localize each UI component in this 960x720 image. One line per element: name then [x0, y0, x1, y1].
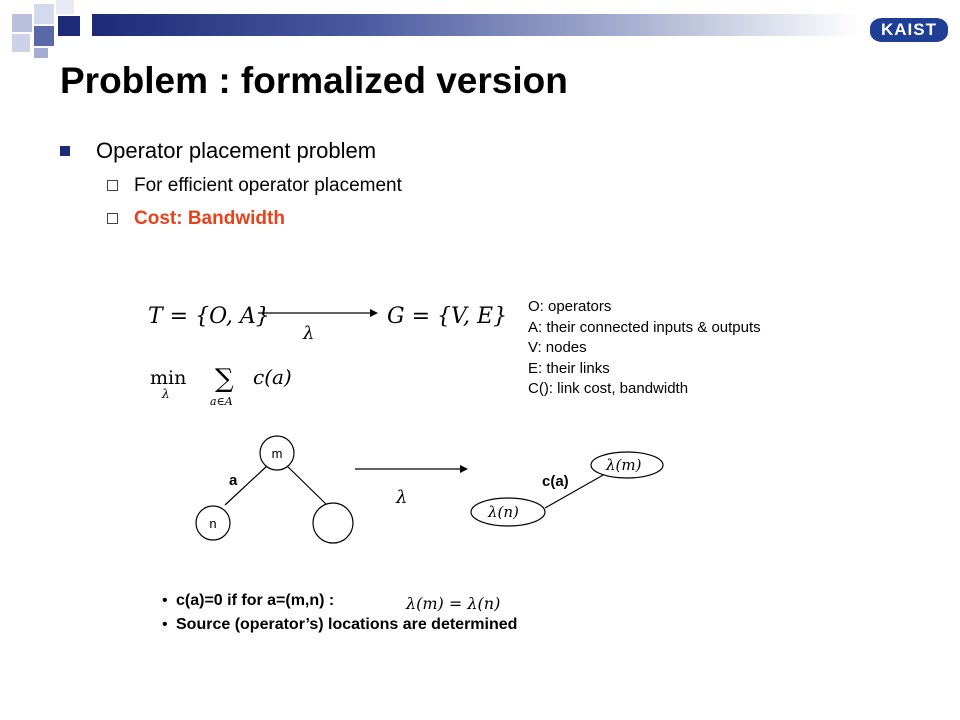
dot-bullet-icon: • — [162, 616, 168, 633]
bullet-operator-placement: Operator placement problem — [96, 138, 377, 163]
definition-item: A: their connected inputs & outputs — [528, 318, 761, 336]
decor-square — [56, 0, 74, 14]
formula-T: T = {O, A} — [148, 304, 270, 329]
slide-title: Problem : formalized version — [60, 60, 568, 101]
network-link — [544, 473, 606, 509]
formula-sum-sub: a∈A — [210, 395, 233, 408]
cost-label: c(a) — [542, 473, 569, 490]
formula-sum-expr: c(a) — [253, 365, 292, 389]
definition-item: O: operators — [528, 298, 612, 315]
note-sources-text: Source (operator’s) locations are determ… — [176, 616, 518, 633]
note-sources: • Source (operator’s) locations are deter… — [162, 616, 517, 634]
node-n — [195, 505, 231, 541]
arrow-head-icon — [460, 465, 468, 473]
decor-square — [34, 4, 54, 24]
edge-a-label: a — [229, 472, 238, 489]
bullet-square-icon — [60, 146, 70, 156]
formula-G: G = {V, E} — [387, 304, 507, 329]
decor-square — [12, 34, 30, 52]
definition-item: C(): link cost, bandwidth — [528, 380, 689, 397]
node-lambda-m — [590, 451, 664, 479]
edge-a — [224, 464, 269, 506]
note-math: λ(m) = λ(n) — [405, 594, 500, 613]
sum-sign-icon: ∑ — [215, 364, 234, 394]
note-zero-cost-text: c(a)=0 if for a=(m,n) : — [176, 592, 335, 609]
formula-min-sub: λ — [161, 387, 170, 401]
node-child — [312, 502, 354, 544]
diagram-lambda: λ — [395, 487, 407, 508]
decor-square — [34, 48, 48, 58]
decor-square — [58, 16, 80, 36]
definitions-list: O: operators A: their connected inputs &… — [528, 297, 761, 400]
header-gradient-bar — [92, 14, 860, 36]
decor-square — [12, 14, 32, 32]
formula-lambda: λ — [302, 323, 314, 344]
edge-right — [285, 464, 327, 505]
checkbox-bullet-icon — [107, 180, 118, 191]
checkbox-bullet-icon — [107, 213, 118, 224]
decor-square — [34, 26, 54, 46]
node-n-label: n — [209, 516, 216, 531]
sub-bullet-cost: Cost: Bandwidth — [134, 208, 285, 229]
formula-min: min — [150, 367, 186, 389]
node-m — [259, 435, 295, 471]
dot-bullet-icon: • — [162, 592, 168, 609]
node-lambda-n — [470, 497, 546, 527]
definition-item: V: nodes — [528, 339, 587, 356]
node-m-label: m — [272, 446, 283, 461]
kaist-logo: KAIST — [870, 18, 948, 42]
note-zero-cost: • c(a)=0 if for a=(m,n) : — [162, 592, 334, 610]
sub-bullet-efficient: For efficient operator placement — [134, 175, 402, 196]
arrow-head-icon — [370, 309, 378, 317]
definition-item: E: their links — [528, 359, 610, 377]
